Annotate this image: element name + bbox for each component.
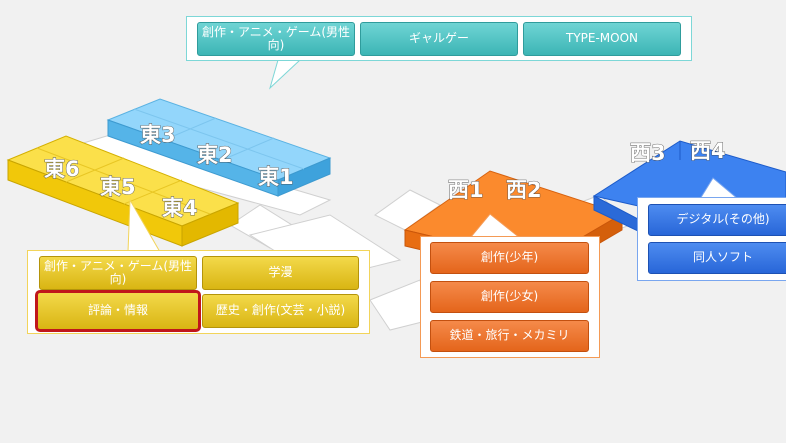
category-button-railway-travel-mecha[interactable]: 鉄道・旅行・メカミリ	[430, 320, 589, 352]
category-button-galge[interactable]: ギャルゲー	[360, 22, 518, 56]
category-button-male-creative[interactable]: 創作・アニメ・ゲーム(男性向)	[197, 22, 355, 56]
category-button-gakuman[interactable]: 学漫	[202, 256, 359, 290]
category-button-doujin-software[interactable]: 同人ソフト	[648, 242, 786, 274]
hall-label-w4: 西4	[690, 139, 726, 163]
category-button-type-moon[interactable]: TYPE-MOON	[523, 22, 681, 56]
hall-label-e4: 東4	[162, 196, 198, 220]
hall-label-w1: 西1	[448, 178, 484, 202]
top-popup-pointer	[269, 59, 302, 90]
west-east-category-popup: デジタル(その他) 同人ソフト	[637, 197, 786, 281]
hall-label-e6: 東6	[44, 157, 80, 181]
category-button-digital-other[interactable]: デジタル(その他)	[648, 204, 786, 236]
category-button-creative-shojo[interactable]: 創作(少女)	[430, 281, 589, 313]
hall-label-e5: 東5	[100, 175, 136, 199]
hall-label-w2: 西2	[506, 178, 542, 202]
hall-label-e3: 東3	[140, 123, 176, 147]
category-button-critique-info[interactable]: 評論・情報	[35, 290, 201, 332]
hall-label-e2: 東2	[197, 143, 233, 167]
category-button-creative-shonen[interactable]: 創作(少年)	[430, 242, 589, 274]
hall-labels: 東3 東2 東1 東6 東5 東4 西1 西2 西3 西4	[44, 123, 726, 221]
category-button-history-literature[interactable]: 歴史・創作(文芸・小説)	[202, 294, 359, 328]
category-button-male-creative-east[interactable]: 創作・アニメ・ゲーム(男性向)	[39, 256, 197, 290]
hall-label-e1: 東1	[258, 165, 294, 189]
hall-east-north-block[interactable]	[106, 98, 332, 197]
hall-label-w3: 西3	[630, 141, 666, 165]
west-category-popup: 創作(少年) 創作(少女) 鉄道・旅行・メカミリ	[420, 236, 600, 358]
east-south-category-popup: 創作・アニメ・ゲーム(男性向) 学漫 評論・情報 歴史・創作(文芸・小説)	[27, 250, 370, 334]
top-category-popup: 創作・アニメ・ゲーム(男性向) ギャルゲー TYPE-MOON	[186, 16, 692, 61]
